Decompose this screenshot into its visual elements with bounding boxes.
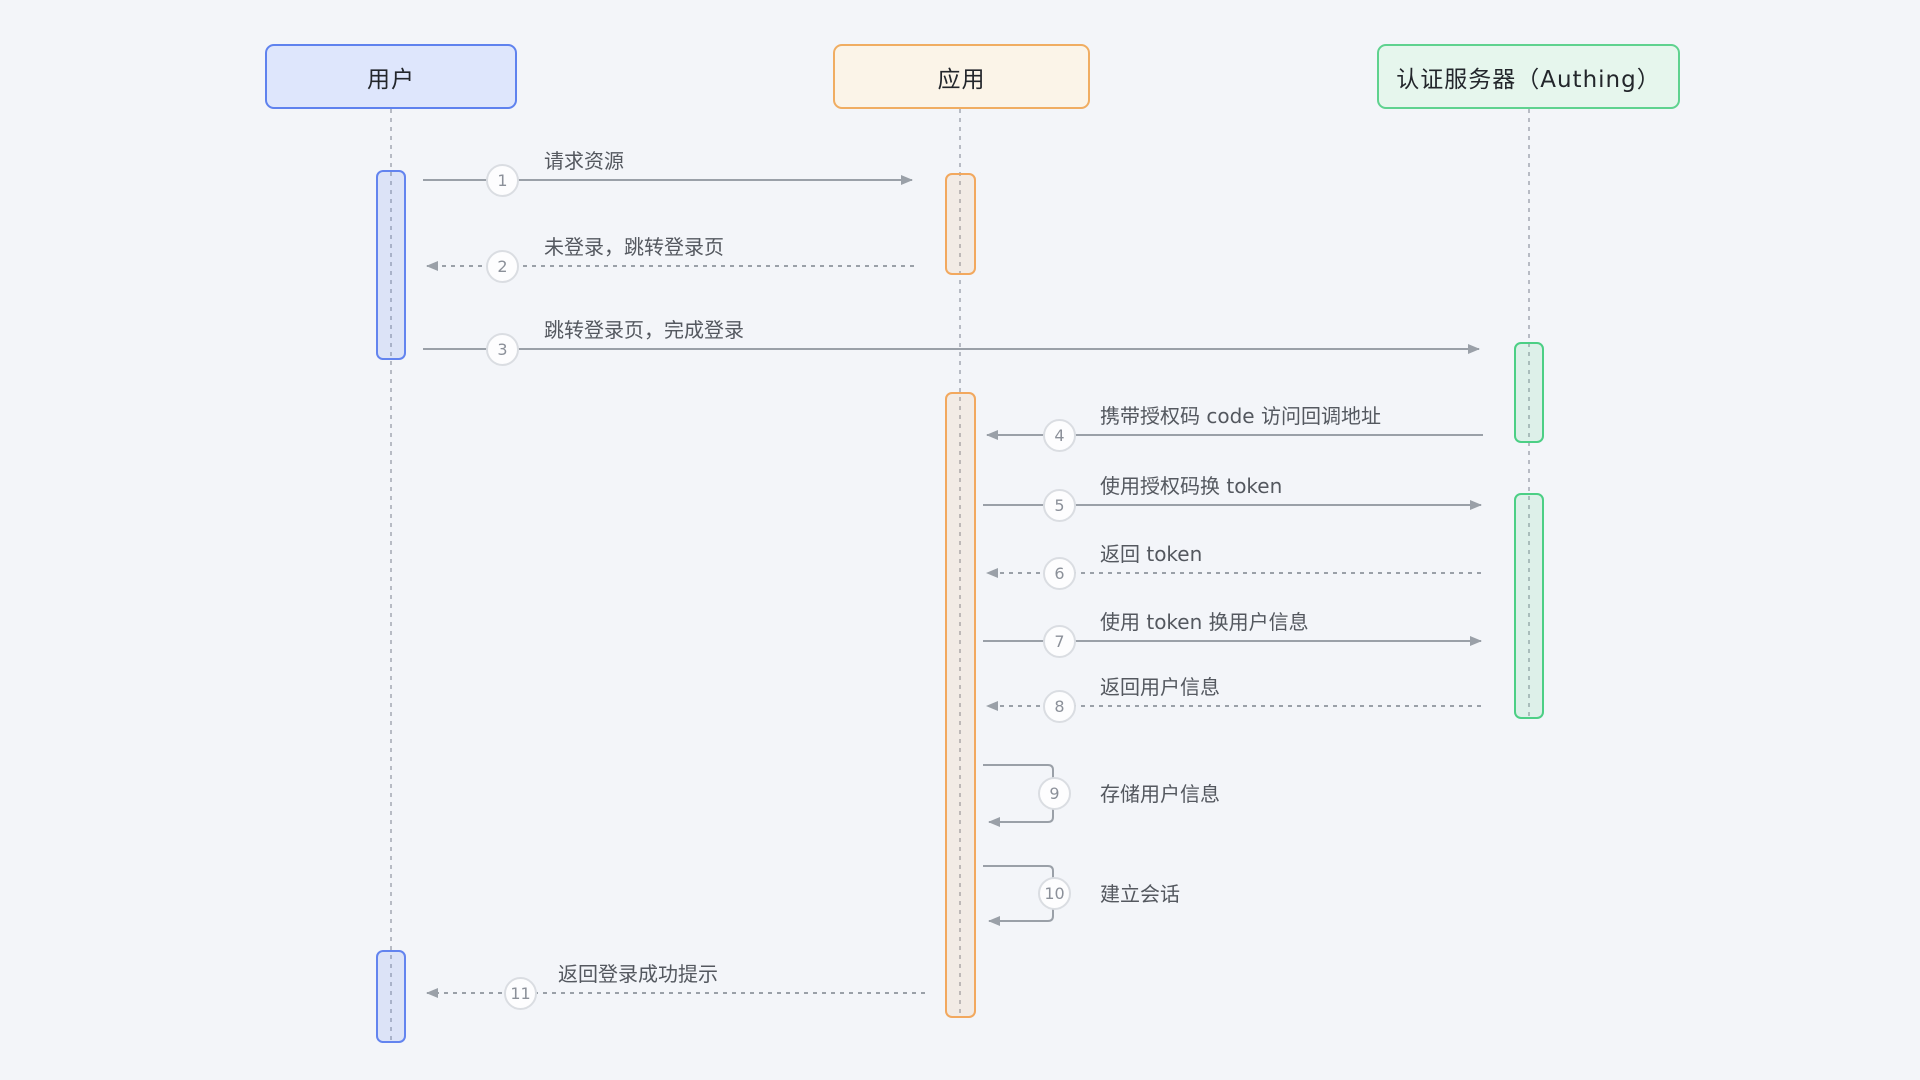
step-1-label: 请求资源 [544, 149, 624, 173]
actor-box-auth: 认证服务器（Authing） [1377, 44, 1680, 109]
step-8-number: 8 [1043, 690, 1076, 723]
step-4-number: 4 [1043, 419, 1076, 452]
step-5-label: 使用授权码换 token [1100, 474, 1283, 498]
step-9-number: 9 [1038, 777, 1071, 810]
step-9-label: 存储用户信息 [1100, 782, 1220, 806]
step-11-label: 返回登录成功提示 [558, 962, 718, 986]
step-10-label: 建立会话 [1100, 882, 1180, 906]
actor-box-user: 用户 [265, 44, 517, 109]
step-3-number: 3 [486, 333, 519, 366]
activation-app-2 [945, 392, 976, 1018]
lifeline-auth [1528, 109, 1530, 719]
step-2-number: 2 [486, 250, 519, 283]
actor-box-app: 应用 [833, 44, 1090, 109]
activation-auth-2 [1514, 493, 1544, 719]
step-3-label: 跳转登录页，完成登录 [544, 318, 744, 342]
step-7-number: 7 [1043, 625, 1076, 658]
lifeline-user [390, 109, 392, 1043]
step-2-label: 未登录，跳转登录页 [544, 235, 724, 259]
lifeline-app [959, 109, 961, 1018]
activation-user-1 [376, 170, 406, 360]
actor-label-app: 应用 [937, 66, 986, 93]
activation-auth-1 [1514, 342, 1544, 443]
activation-user-2 [376, 950, 406, 1043]
step-1-number: 1 [486, 164, 519, 197]
actor-label-auth: 认证服务器（Authing） [1396, 66, 1661, 93]
step-8-label: 返回用户信息 [1100, 675, 1220, 699]
step-11-number: 11 [504, 977, 537, 1010]
activation-app-1 [945, 173, 976, 275]
step-4-label: 携带授权码 code 访问回调地址 [1100, 404, 1381, 428]
step-6-label: 返回 token [1100, 542, 1203, 566]
step-6-number: 6 [1043, 557, 1076, 590]
step-7-label: 使用 token 换用户信息 [1100, 610, 1309, 634]
actor-label-user: 用户 [367, 66, 415, 93]
step-10-number: 10 [1038, 877, 1071, 910]
step-5-number: 5 [1043, 489, 1076, 522]
